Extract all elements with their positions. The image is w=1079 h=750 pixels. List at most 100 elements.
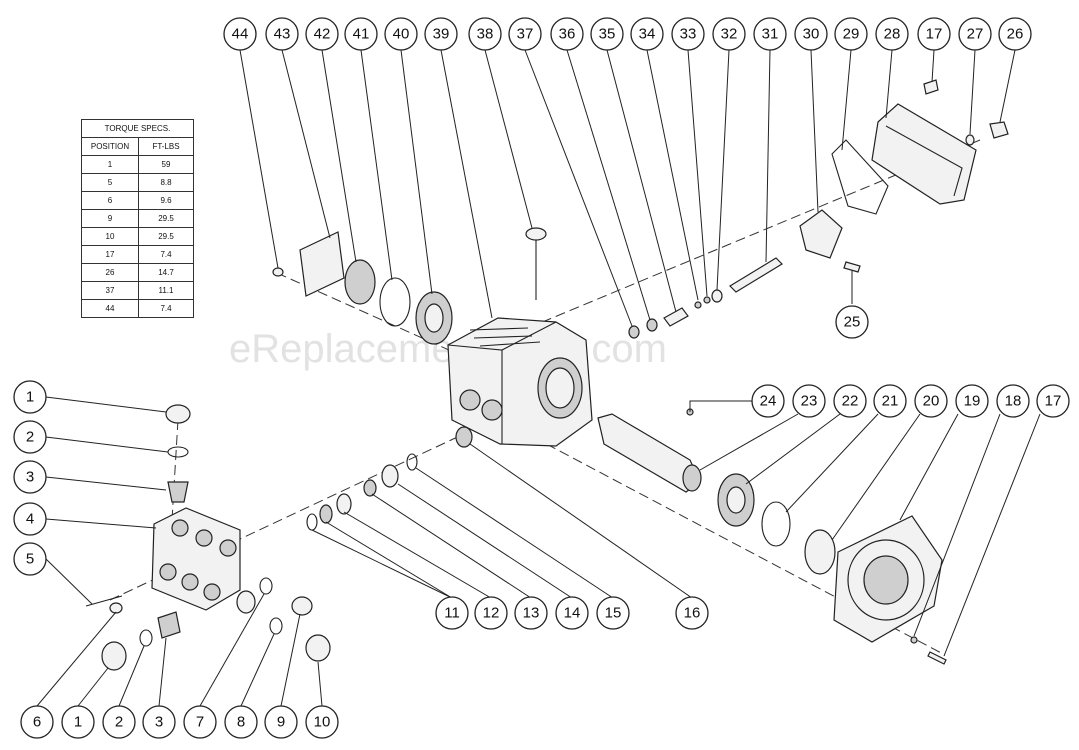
torque-position: 1 (81, 155, 139, 174)
callout-bottom-10: 10 (305, 705, 339, 739)
callout-bottom-9: 9 (264, 705, 298, 739)
callout-bottom-7: 7 (183, 705, 217, 739)
rear-cover (831, 103, 977, 215)
svg-text:20: 20 (923, 393, 940, 410)
small-parts (85, 79, 1009, 671)
callout-right-18: 18 (996, 384, 1030, 418)
torque-value: 8.8 (138, 173, 194, 192)
torque-position: 9 (81, 209, 139, 228)
callout-left-2: 2 (13, 420, 47, 454)
callout-mid-12: 12 (474, 596, 508, 630)
svg-text:13: 13 (523, 605, 540, 622)
svg-text:4: 4 (26, 511, 34, 528)
callout-top-37: 37 (508, 17, 542, 51)
callout-mid-16: 16 (675, 596, 709, 630)
svg-text:34: 34 (639, 26, 656, 43)
callout-top-44: 44 (223, 17, 257, 51)
callout-left-5: 5 (13, 542, 47, 576)
svg-text:30: 30 (803, 26, 820, 43)
callout-bottom-8: 8 (224, 705, 258, 739)
torque-header-position: POSITION (81, 137, 139, 156)
callout-bottom-6: 6 (20, 705, 54, 739)
svg-text:36: 36 (559, 26, 576, 43)
callout-top-33: 33 (671, 17, 705, 51)
svg-text:41: 41 (353, 26, 370, 43)
callout-right-17: 17 (1036, 384, 1070, 418)
svg-text:2: 2 (115, 714, 123, 731)
svg-text:18: 18 (1005, 393, 1022, 410)
callout-top-30: 30 (794, 17, 828, 51)
torque-position: 44 (81, 299, 139, 318)
torque-position: 6 (81, 191, 139, 210)
svg-text:23: 23 (801, 393, 818, 410)
svg-text:39: 39 (433, 26, 450, 43)
svg-text:28: 28 (884, 26, 901, 43)
svg-text:11: 11 (444, 605, 460, 622)
callout-top-26: 26 (998, 17, 1032, 51)
torque-position: 17 (81, 245, 139, 264)
torque-table-title: TORQUE SPECS. (81, 119, 194, 138)
svg-text:37: 37 (517, 26, 534, 43)
svg-text:19: 19 (964, 393, 981, 410)
svg-text:44: 44 (232, 26, 249, 43)
callout-right-21: 21 (873, 384, 907, 418)
svg-text:6: 6 (33, 714, 41, 731)
svg-text:17: 17 (926, 26, 943, 43)
svg-text:35: 35 (599, 26, 616, 43)
svg-text:38: 38 (477, 26, 494, 43)
callout-right-24: 24 (751, 384, 785, 418)
callout-bottom-1: 1 (61, 705, 95, 739)
callout-top-36: 36 (550, 17, 584, 51)
svg-text:7: 7 (196, 714, 204, 731)
callout-top-40: 40 (384, 17, 418, 51)
svg-text:3: 3 (26, 469, 34, 486)
torque-position: 5 (81, 173, 139, 192)
svg-text:21: 21 (882, 393, 899, 410)
callout-mid-14: 14 (555, 596, 589, 630)
svg-text:25: 25 (844, 314, 861, 331)
svg-text:42: 42 (314, 26, 331, 43)
svg-text:15: 15 (605, 605, 622, 622)
callout-top-43: 43 (265, 17, 299, 51)
svg-text:29: 29 (843, 26, 860, 43)
callout-top-35: 35 (590, 17, 624, 51)
svg-text:1: 1 (74, 714, 82, 731)
svg-text:31: 31 (762, 26, 779, 43)
callout-mid-11: 11 (435, 596, 469, 630)
svg-text:2: 2 (26, 429, 34, 446)
torque-position: 10 (81, 227, 139, 246)
svg-text:43: 43 (274, 26, 291, 43)
svg-text:22: 22 (842, 393, 859, 410)
leader-lines (36, 49, 1041, 707)
callout-top-34: 34 (630, 17, 664, 51)
svg-text:9: 9 (277, 714, 285, 731)
callout-top-31: 31 (753, 17, 787, 51)
callout-bottom-2: 2 (102, 705, 136, 739)
callout-top-27: 27 (958, 17, 992, 51)
svg-text:1: 1 (26, 389, 34, 406)
crankshaft (597, 413, 702, 493)
svg-text:17: 17 (1045, 393, 1062, 410)
callout-bottom-3: 3 (142, 705, 176, 739)
callout-top-38: 38 (468, 17, 502, 51)
callout-top-41: 41 (344, 17, 378, 51)
svg-text:8: 8 (237, 714, 245, 731)
callout-left-1: 1 (13, 380, 47, 414)
torque-header-ftlbs: FT-LBS (138, 137, 194, 156)
svg-text:12: 12 (483, 605, 500, 622)
gear-reduction-housing (833, 515, 943, 643)
callout-25: 25 (835, 305, 869, 339)
svg-text:3: 3 (155, 714, 163, 731)
callout-top-28: 28 (875, 17, 909, 51)
svg-text:24: 24 (760, 393, 777, 410)
callout-top-17: 17 (917, 17, 951, 51)
